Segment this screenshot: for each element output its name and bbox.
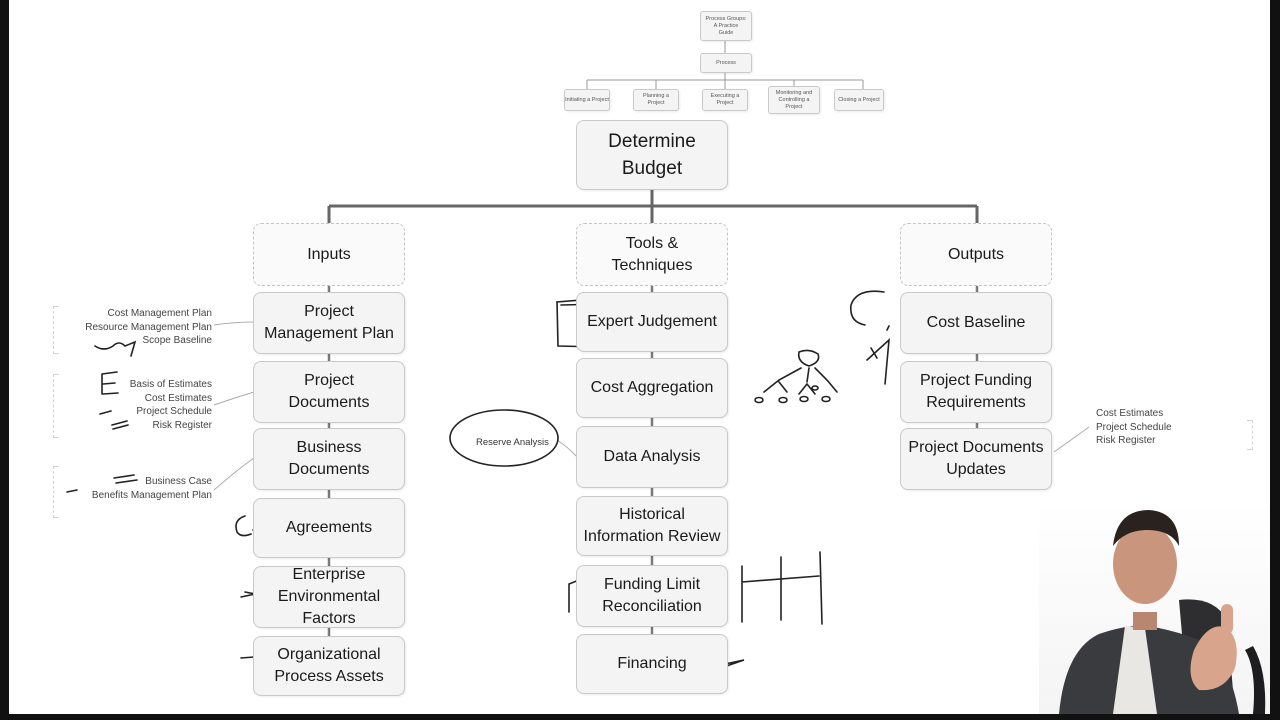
inputs-header-box: Inputs xyxy=(253,223,405,286)
documents-updates-note-bracket xyxy=(1247,420,1253,450)
slide-canvas: Process Groups: A Practice Guide Process… xyxy=(9,0,1270,714)
tools-header-box: Tools & Techniques xyxy=(576,223,728,286)
note-line: Cost Estimates xyxy=(144,392,212,404)
group-executing-label: Executing a Project xyxy=(710,93,740,106)
group-monitoring-box: Monitoring and Controlling a Project xyxy=(768,86,820,114)
tool-label: Expert Judgement xyxy=(587,313,717,330)
process-box: Process xyxy=(700,53,752,73)
output-project-documents-updates: Project Documents Updates xyxy=(900,428,1052,490)
input-label: Project Documents xyxy=(288,372,370,411)
note-line: Resource Management Plan xyxy=(85,321,212,333)
tool-cost-aggregation: Cost Aggregation xyxy=(576,358,728,418)
process-groups-title-box: Process Groups: A Practice Guide xyxy=(700,11,752,41)
group-initiating-box: Initiating a Project xyxy=(564,89,610,111)
note-line: Basis of Estimates xyxy=(129,379,212,390)
input-organizational-process-assets: Organizational Process Assets xyxy=(253,636,405,696)
tool-financing: Financing xyxy=(576,634,728,694)
pmp-note-bracket xyxy=(53,306,59,354)
determine-budget-title: Determine Budget xyxy=(608,131,696,179)
input-label: Enterprise Environmental Factors xyxy=(277,566,381,627)
tool-label: Funding Limit Reconciliation xyxy=(602,576,702,615)
tools-header: Tools & Techniques xyxy=(611,234,693,274)
group-closing-box: Closing a Project xyxy=(834,89,884,111)
note-line: Cost Management Plan xyxy=(107,308,212,319)
input-agreements: Agreements xyxy=(253,498,405,558)
input-label: Business Documents xyxy=(288,439,370,478)
pmp-components-note: Cost Management Plan Resource Management… xyxy=(59,307,212,348)
note-line: Risk Register xyxy=(1096,435,1156,446)
process-label: Process xyxy=(716,59,736,66)
tool-label: Data Analysis xyxy=(603,448,701,465)
tool-historical-information-review: Historical Information Review xyxy=(576,496,728,556)
input-enterprise-environmental-factors: Enterprise Environmental Factors xyxy=(253,566,405,628)
input-project-documents: Project Documents xyxy=(253,361,405,423)
output-cost-baseline: Cost Baseline xyxy=(900,292,1052,354)
output-project-funding-requirements: Project Funding Requirements xyxy=(900,361,1052,423)
note-line: Risk Register xyxy=(152,419,212,431)
determine-budget-box: Determine Budget xyxy=(576,120,728,190)
tool-funding-limit-reconciliation: Funding Limit Reconciliation xyxy=(576,565,728,627)
input-label: Project Management Plan xyxy=(264,303,394,342)
outputs-header-box: Outputs xyxy=(900,223,1052,286)
note-line: Scope Baseline xyxy=(142,335,213,346)
note-line: Project Schedule xyxy=(136,406,212,417)
input-label: Organizational Process Assets xyxy=(274,646,384,685)
inputs-header: Inputs xyxy=(307,245,351,263)
documents-updates-note: Cost Estimates Project Schedule Risk Reg… xyxy=(1096,407,1172,448)
input-project-management-plan: Project Management Plan xyxy=(253,292,405,354)
tool-label: Financing xyxy=(617,655,687,672)
group-closing-label: Closing a Project xyxy=(838,96,880,103)
process-groups-title: Process Groups: A Practice Guide xyxy=(705,15,747,36)
group-initiating-label: Initiating a Project xyxy=(565,96,609,103)
group-planning-label: Planning a Project xyxy=(643,93,669,106)
project-documents-note-bracket xyxy=(53,374,59,438)
output-label: Project Documents Updates xyxy=(908,439,1044,478)
note-line: Project Schedule xyxy=(1096,421,1172,433)
note-line: Benefits Management Plan xyxy=(91,489,212,501)
business-documents-note-bracket xyxy=(53,466,59,518)
presenter-video xyxy=(1039,500,1270,714)
output-label: Cost Baseline xyxy=(926,314,1026,331)
project-documents-note: Basis of Estimates Cost Estimates Projec… xyxy=(59,378,212,432)
reserve-analysis-label: Reserve Analysis xyxy=(476,437,549,448)
tool-data-analysis: Data Analysis xyxy=(576,426,728,488)
note-line: Cost Estimates xyxy=(1096,408,1164,419)
business-documents-note: Business Case Benefits Management Plan xyxy=(59,475,212,502)
group-executing-box: Executing a Project xyxy=(702,89,748,111)
tool-label: Historical Information Review xyxy=(583,506,721,545)
tool-expert-judgement: Expert Judgement xyxy=(576,292,728,352)
group-monitoring-label: Monitoring and Controlling a Project xyxy=(775,89,813,110)
note-line: Business Case xyxy=(145,476,212,487)
output-label: Project Funding Requirements xyxy=(919,372,1033,411)
group-planning-box: Planning a Project xyxy=(633,89,679,111)
outputs-header: Outputs xyxy=(947,245,1005,263)
tool-label: Cost Aggregation xyxy=(590,379,714,396)
input-business-documents: Business Documents xyxy=(253,428,405,490)
input-label: Agreements xyxy=(285,519,373,536)
